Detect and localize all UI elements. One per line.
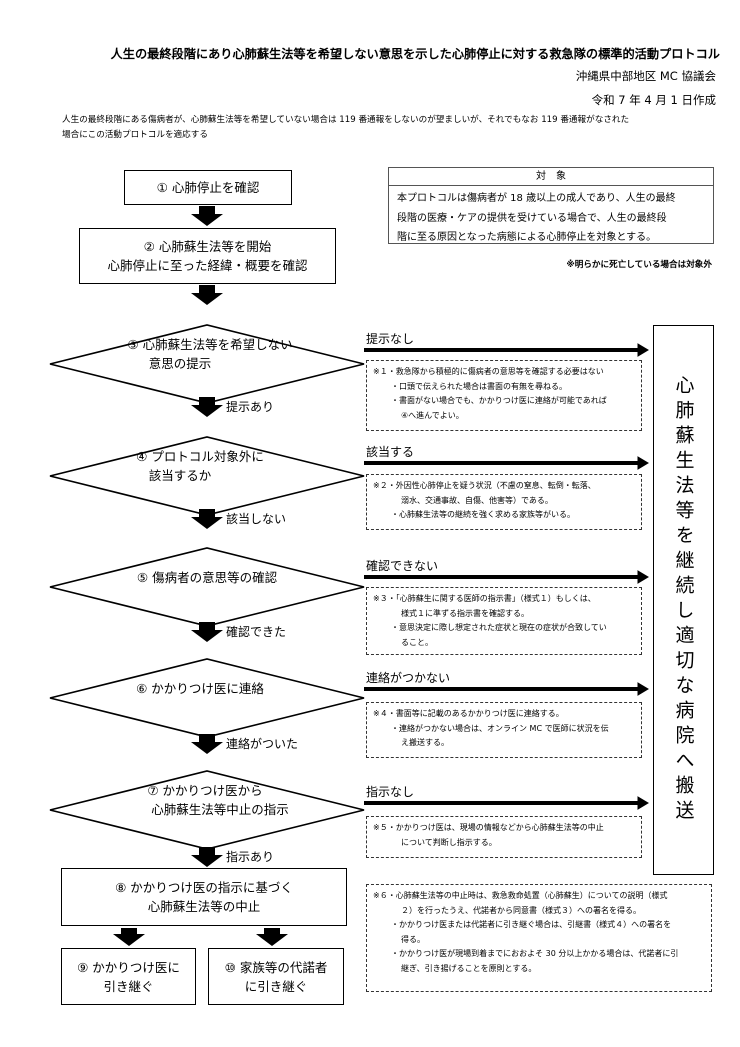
note-line: ・書面がない場合でも、かかりつけ医に連絡が可能であれば [391, 396, 607, 405]
note-line: ④へ進んでよい。 [401, 410, 464, 420]
creation-date: 令和 7 年 4 月 1 日作成 [591, 93, 716, 107]
note-line: ・心肺蘇生法等の継続を強く求める家族等がいる。 [391, 510, 575, 519]
decision-diamond-5 [49, 547, 365, 627]
step-6-text: ⑥ かかりつけ医に連絡 [136, 681, 264, 696]
note-2: ※２・外因性心肺停止を疑う状況（不慮の窒息、転倒・転落、 溺水、交通事故、自傷、… [366, 474, 642, 530]
step-8-line2: 心肺蘇生法等の中止 [147, 899, 261, 914]
step-3-line2: 意思の提示 [148, 356, 212, 371]
right-arrow-head [637, 343, 649, 357]
step-10-line1: ⑩ 家族等の代諾者 [224, 959, 328, 975]
right-arrow-head [637, 570, 649, 584]
step-2-box: ② 心肺蘇生法等を開始 心肺停止に至った経緯・概要を確認 [79, 228, 336, 284]
note-line: ること。 [401, 637, 433, 647]
note-line: 様式１に準ずる指示書を確認する。 [401, 608, 529, 618]
note-line: ※１・救急隊から積極的に傷病者の意思等を確認する必要はない [373, 367, 604, 376]
continue-transport-box: 心肺蘇生法等を継続し適切な病院へ搬送 [653, 325, 714, 875]
label-no-instruction: 指示なし [366, 785, 415, 799]
organization: 沖縄県中部地区 MC 協議会 [575, 69, 716, 83]
down-arrow [191, 285, 223, 305]
label-instructed: 指示あり [226, 850, 275, 864]
note-line: 得る。 [401, 934, 425, 944]
step-5-text: ⑤ 傷病者の意思等の確認 [136, 570, 278, 585]
step-9-line1: ⑨ かかりつけ医に [77, 959, 180, 975]
label-confirmed: 確認できた [226, 625, 287, 639]
decision-diamond-3 [49, 324, 365, 404]
step-7-line1: ⑦ かかりつけ医から [147, 783, 263, 798]
note-1: ※１・救急隊から積極的に傷病者の意思等を確認する必要はない ・口頭で伝えられた場… [366, 360, 642, 431]
page-title: 人生の最終段階にあり心肺蘇生法等を希望しない意思を示した心肺停止に対する救急隊の… [110, 47, 720, 61]
note-line: ・意思決定に際し想定された症状と現在の症状が合致してい [391, 623, 607, 632]
note-4: ※４・書面等に記載のあるかかりつけ医に連絡する。 ・連絡がつかない場合は、オンラ… [366, 702, 642, 758]
step-10-line2: に引き継ぐ [244, 978, 308, 994]
label-not-applicable: 該当しない [226, 512, 287, 526]
target-line: 階に至る原因となった病態による心肺停止を対象とする。 [397, 232, 657, 243]
step-1-box: ① 心肺停止を確認 [124, 170, 292, 205]
note-line: ・連絡がつかない場合は、オンライン MC で医師に状況を伝 [391, 723, 609, 733]
intro-line: 場合にこの活動プロトコルを適応する [62, 130, 208, 140]
down-arrow [191, 847, 223, 867]
right-arrow-head [637, 456, 649, 470]
down-arrow [191, 622, 223, 642]
down-arrow [191, 734, 223, 754]
note-5: ※５・かかりつけ医は、現場の情報などから心肺蘇生法等の中止 について判断し指示す… [366, 816, 642, 858]
right-arrow-head [637, 682, 649, 696]
note-line: ※５・かかりつけ医は、現場の情報などから心肺蘇生法等の中止 [373, 823, 604, 832]
label-contacted: 連絡がついた [226, 737, 299, 751]
step-4-line1: ④ プロトコル対象外に [136, 449, 264, 464]
step-3-line1: ③ 心肺蘇生法等を希望しない [127, 337, 293, 352]
down-arrow [191, 397, 223, 417]
step-10-box: ⑩ 家族等の代諾者 に引き継ぐ [208, 948, 344, 1005]
note-line: 継ぎ、引き揚げることを原則とする。 [401, 963, 537, 973]
target-line: 段階の医療・ケアの提供を受けている場合で、人生の最終段 [397, 212, 667, 224]
note-line: ・口頭で伝えられた場合は書面の有無を尋ねる。 [391, 381, 567, 391]
down-arrows [113, 206, 288, 946]
right-arrows [364, 343, 649, 810]
step-9-box: ⑨ かかりつけ医に 引き継ぐ [61, 948, 196, 1005]
decision-diamond-4 [49, 436, 365, 516]
note-line: ・かかりつけ医または代諾者に引き継ぐ場合は、引継書（様式４）への署名を [391, 920, 672, 929]
label-not-presented: 提示なし [366, 332, 415, 346]
step-3-text: ③ 心肺蘇生法等を希望しない 意思の提示 [100, 335, 320, 373]
down-arrow [113, 928, 145, 946]
note-line: ・かかりつけ医が現場到着までにおおよそ 30 分以上かかる場合は、代諾者に引 [391, 949, 679, 958]
target-line: 本プロトコルは傷病者が 18 歳以上の成人であり、人生の最終 [397, 193, 676, 204]
step-2-line1: ② 心肺蘇生法等を開始 [143, 239, 272, 254]
exclusion-note: ※明らかに死亡している場合は対象外 [566, 260, 712, 270]
label-not-confirmed: 確認できない [366, 559, 439, 573]
label-applicable: 該当する [366, 445, 415, 459]
label-not-contacted: 連絡がつかない [366, 671, 451, 685]
target-heading: 対 象 [389, 168, 713, 186]
note-line: ※３・「心肺蘇生に関する医師の指示書」（様式１）もしくは、 [373, 594, 596, 603]
step-7-line2: 心肺蘇生法等中止の指示 [151, 802, 289, 817]
right-arrow-head [637, 796, 649, 810]
note-line: 溺水、交通事故、自傷、他害等）である。 [401, 495, 553, 505]
note-line: ２）を行ったうえ、代諾者から同意書（様式３）への署名を得る。 [401, 905, 641, 915]
note-6: ※６・心肺蘇生法等の中止時は、救急救命処置（心肺蘇生）についての説明（様式 ２）… [366, 884, 712, 992]
step-4-text: ④ プロトコル対象外に 該当するか [100, 447, 300, 485]
note-line: ※４・書面等に記載のあるかかりつけ医に連絡する。 [373, 709, 564, 718]
decision-diamond-6 [49, 658, 365, 738]
decision-diamond-7 [49, 770, 365, 850]
note-3: ※３・「心肺蘇生に関する医師の指示書」（様式１）もしくは、 様式１に準ずる指示書… [366, 587, 642, 655]
step-1-text: ① 心肺停止を確認 [156, 180, 260, 195]
step-8-box: ⑧ かかりつけ医の指示に基づく 心肺蘇生法等の中止 [61, 868, 347, 926]
target-box: 対 象 本プロトコルは傷病者が 18 歳以上の成人であり、人生の最終 段階の医療… [388, 167, 714, 244]
intro-line: 人生の最終段階にある傷病者が、心肺蘇生法等を希望していない場合は 119 番通報… [62, 115, 630, 125]
note-line: ※６・心肺蘇生法等の中止時は、救急救命処置（心肺蘇生）についての説明（様式 [373, 891, 668, 900]
step-9-line2: 引き継ぐ [103, 978, 154, 994]
intro-text: 人生の最終段階にある傷病者が、心肺蘇生法等を希望していない場合は 119 番通報… [62, 113, 712, 143]
note-line: について判断し指示する。 [401, 837, 497, 847]
step-4-line2: 該当するか [148, 468, 212, 483]
note-line: え搬送する。 [401, 738, 449, 747]
down-arrow [191, 509, 223, 529]
note-line: ※２・外因性心肺停止を疑う状況（不慮の窒息、転倒・転落、 [373, 481, 596, 490]
down-arrow [256, 928, 288, 946]
label-presented: 提示あり [226, 400, 275, 414]
step-8-line1: ⑧ かかりつけ医の指示に基づく [115, 880, 293, 895]
down-arrow [191, 206, 223, 226]
continue-transport-text: 心肺蘇生法等を継続し適切な病院へ搬送 [672, 375, 695, 825]
step-7-text: ⑦ かかりつけ医から 心肺蘇生法等中止の指示 [110, 781, 330, 819]
step-2-line2: 心肺停止に至った経緯・概要を確認 [107, 258, 308, 273]
